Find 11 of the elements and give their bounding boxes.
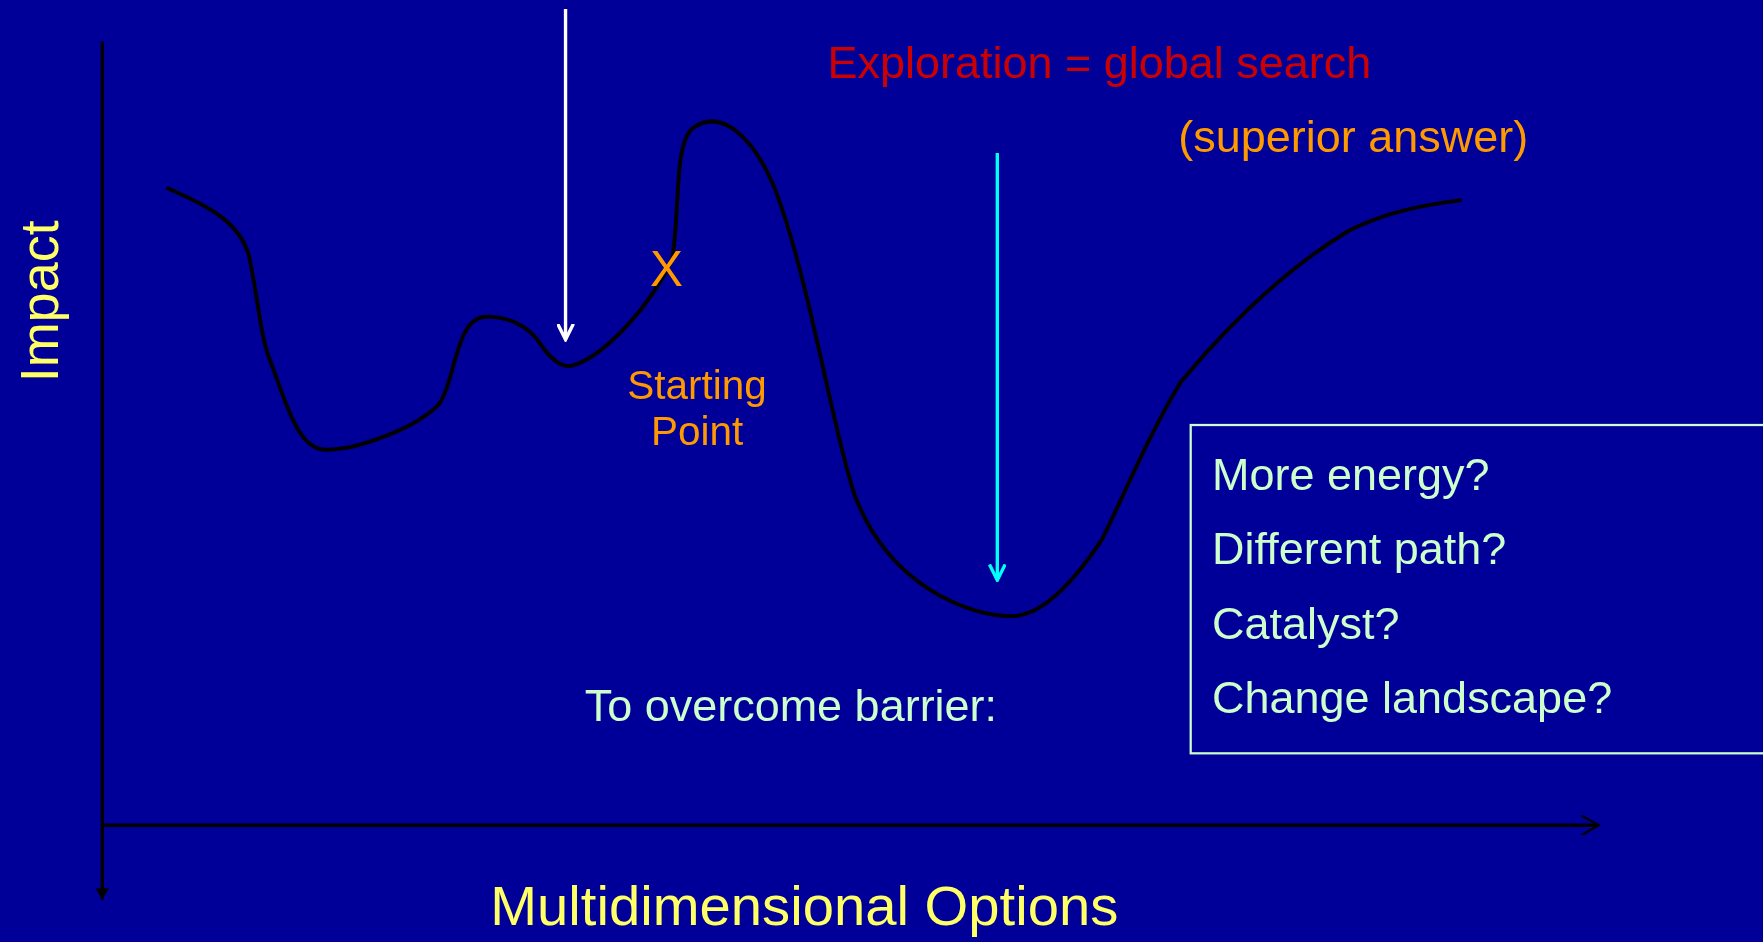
note-text: To overcome barrier: [584, 679, 998, 731]
question-box [1189, 423, 1763, 755]
axis-title: Impact [9, 220, 71, 383]
question-text: Different path? [1212, 522, 1508, 575]
question-text: Catalyst? [1212, 597, 1401, 649]
point-label: Starting Point [626, 362, 768, 456]
axis-title: Multidimensional Options [490, 874, 1119, 940]
question-text: Change landscape? [1212, 671, 1614, 723]
question-text: More energy? [1212, 448, 1491, 501]
note-text: (superior answer) [1178, 110, 1529, 162]
heading-text: Exploration = global search [827, 36, 1372, 88]
